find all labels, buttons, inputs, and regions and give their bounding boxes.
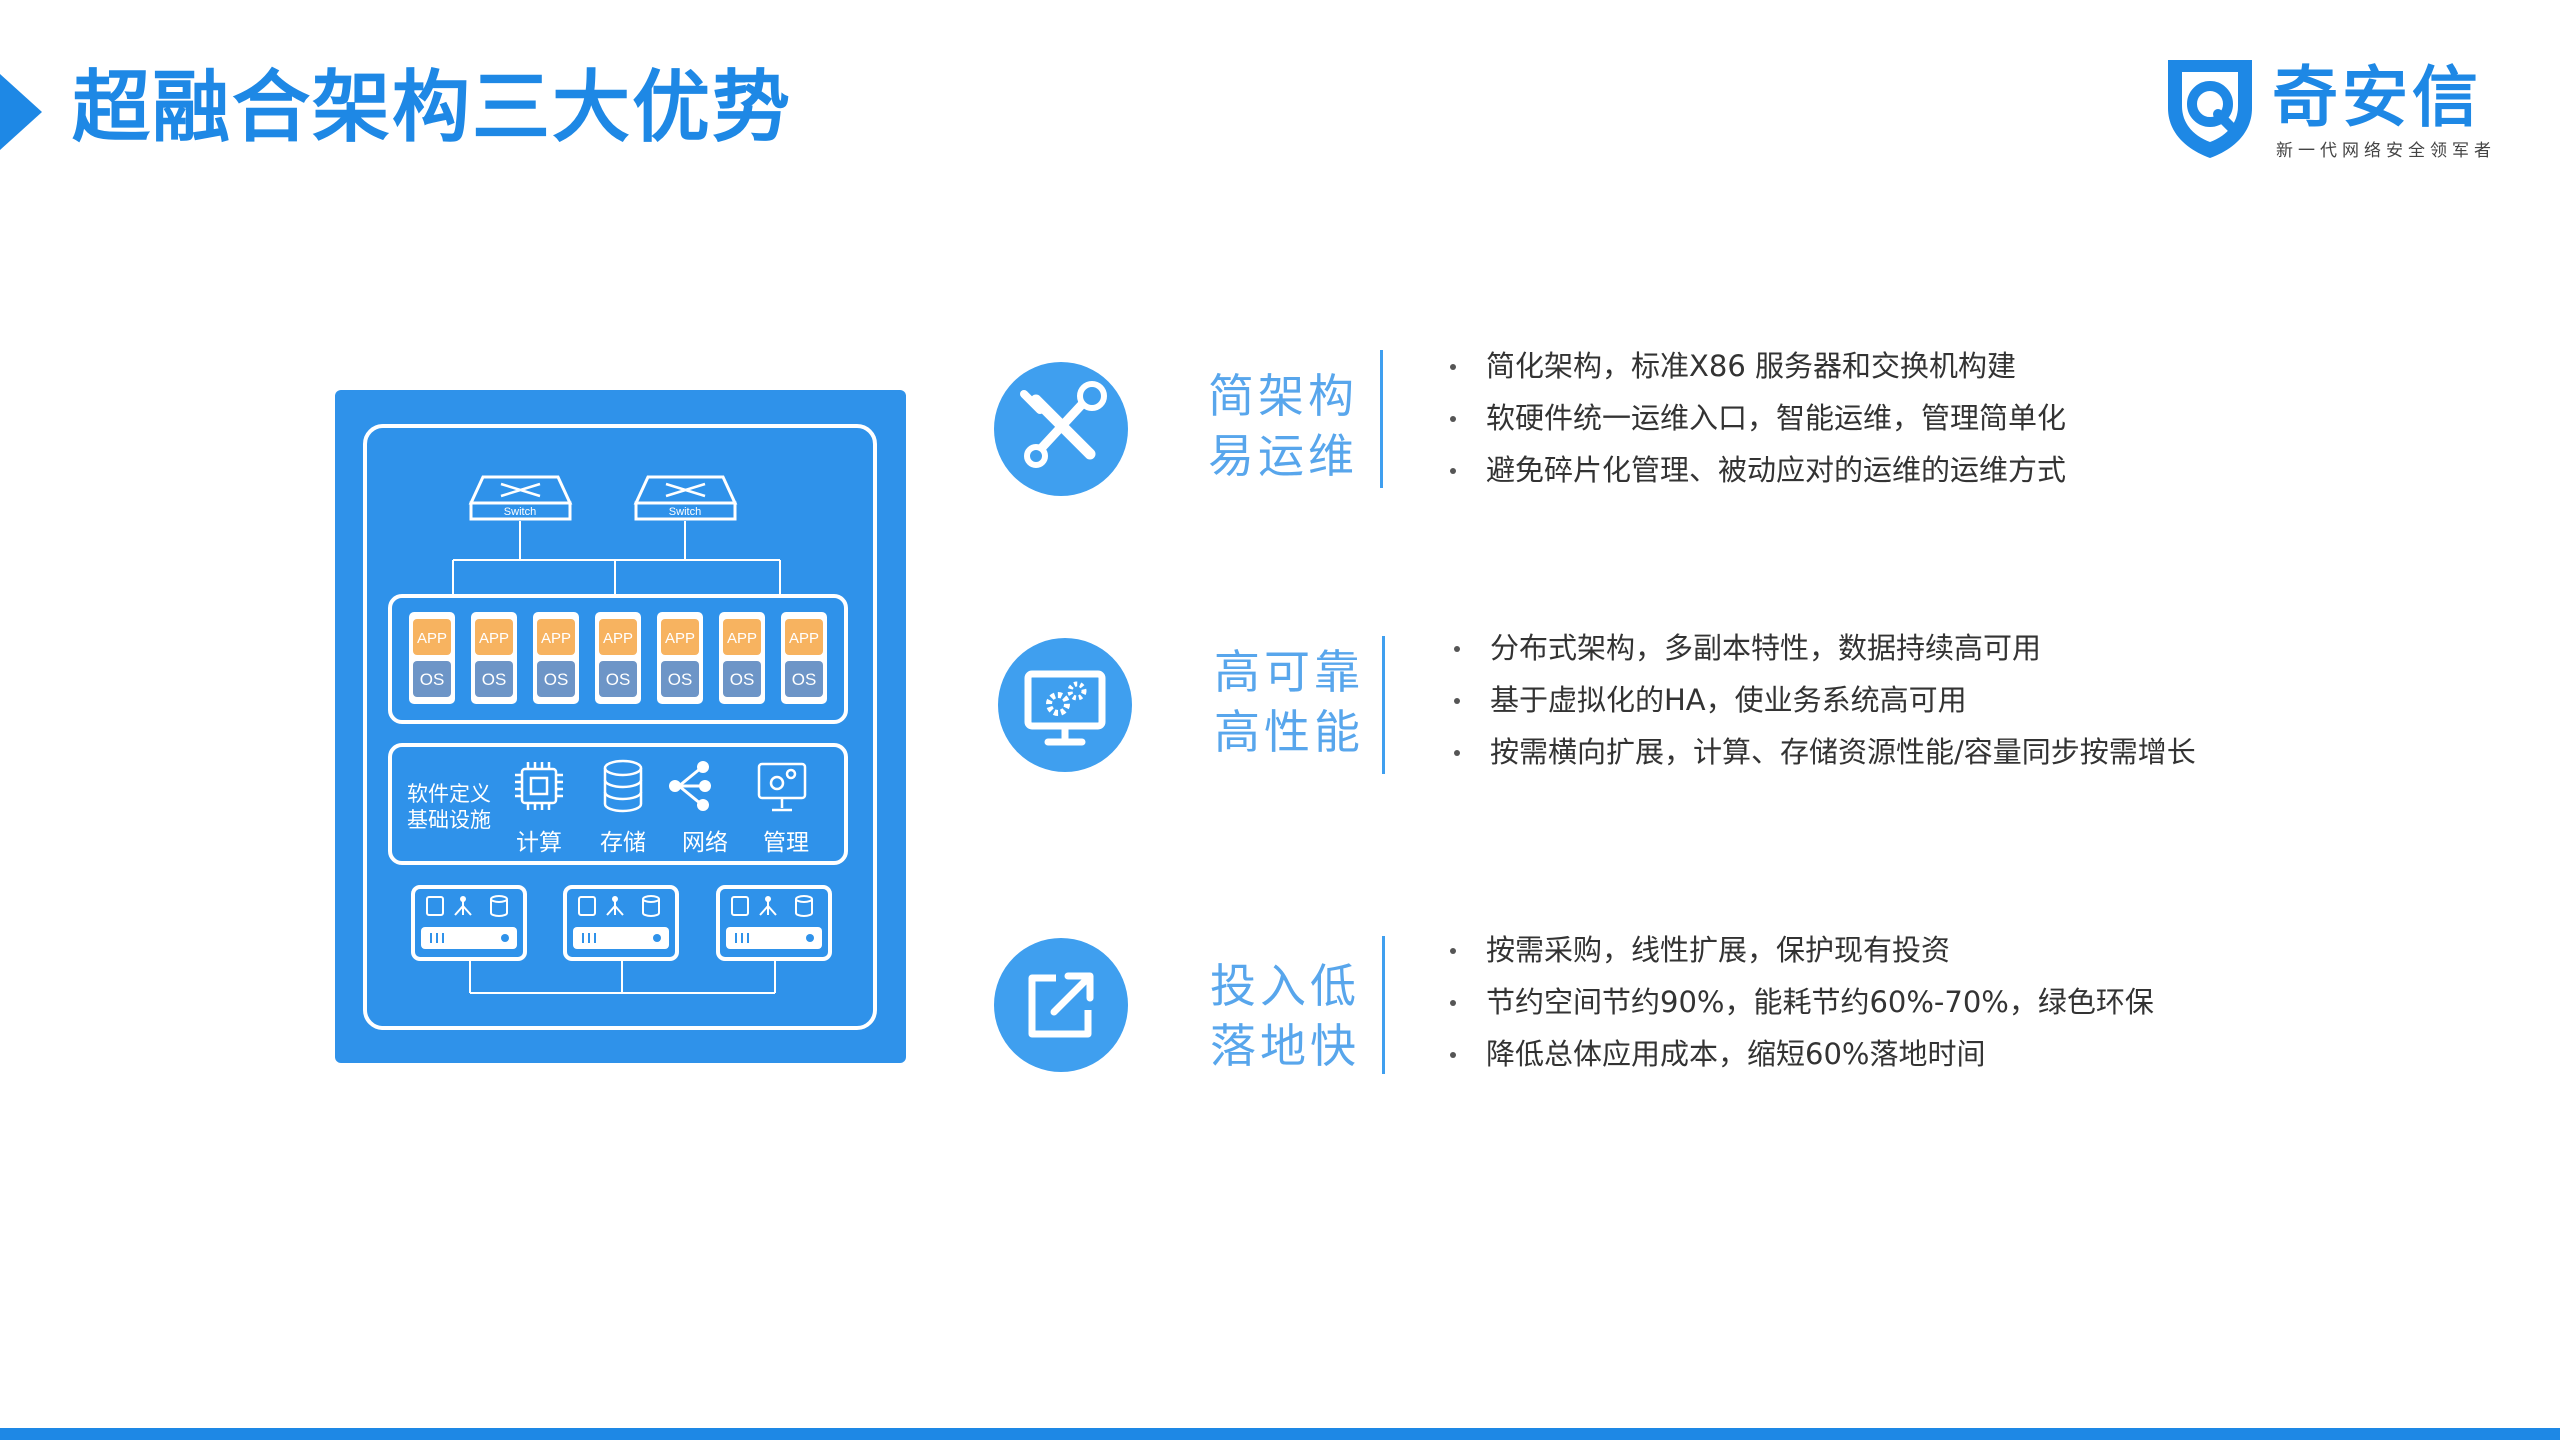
- logo-slogan: 新一代网络安全领军者: [2276, 141, 2496, 161]
- vm-card: APP OS: [781, 612, 827, 704]
- service-compute: 计算: [516, 829, 562, 855]
- bullet-item: 简化架构，标准X86 服务器和交换机构建: [1450, 340, 2066, 392]
- os-label: OS: [730, 670, 755, 689]
- app-label: APP: [727, 630, 757, 647]
- feature-bullets: 分布式架构，多副本特性，数据持续高可用 基于虚拟化的HA，使业务系统高可用 按需…: [1454, 622, 2196, 778]
- os-label: OS: [544, 670, 569, 689]
- company-logo: 奇安信 新一代网络安全领军者: [2160, 56, 2491, 166]
- title-arrow-icon: [0, 74, 42, 150]
- feature-heading: 高可靠 高性能: [1214, 645, 1364, 759]
- feature-divider: [1382, 936, 1385, 1074]
- bullet-item: 基于虚拟化的HA，使业务系统高可用: [1454, 674, 2196, 726]
- vm-row: APP OS APP OS APP OS APP OS APP OS APP OS APP OS: [409, 612, 827, 704]
- os-label: OS: [482, 670, 507, 689]
- app-label: APP: [479, 630, 509, 647]
- network-icon: [669, 761, 711, 811]
- os-label: OS: [668, 670, 693, 689]
- bullet-item: 按需采购，线性扩展，保护现有投资: [1450, 924, 2154, 976]
- bullet-item: 节约空间节约90%，能耗节约60%-70%，绿色环保: [1450, 976, 2154, 1028]
- tools-icon: [1020, 381, 1107, 468]
- bullet-item: 降低总体应用成本，缩短60%落地时间: [1450, 1028, 2154, 1080]
- service-network: 网络: [682, 829, 728, 855]
- vm-card: APP OS: [533, 612, 579, 704]
- app-label: APP: [603, 630, 633, 647]
- svg-text:Switch: Switch: [504, 506, 536, 518]
- sdi-label-line2: 基础设施: [407, 809, 491, 832]
- page-title: 超融合架构三大优势: [72, 63, 793, 153]
- switch-right: Switch: [633, 475, 738, 521]
- external-link-icon: [1028, 972, 1094, 1038]
- app-label: APP: [665, 630, 695, 647]
- logo-name: 奇安信: [2272, 59, 2482, 136]
- service-storage: 存储: [600, 829, 646, 855]
- vm-card: APP OS: [595, 612, 641, 704]
- feature-reliability: 高可靠 高性能 分布式架构，多副本特性，数据持续高可用 基于虚拟化的HA，使业务…: [0, 631, 2560, 798]
- os-label: OS: [606, 670, 631, 689]
- app-label: APP: [789, 630, 819, 647]
- app-label: APP: [417, 630, 447, 647]
- management-icon: [757, 762, 807, 812]
- bullet-item: 避免碎片化管理、被动应对的运维的运维方式: [1450, 444, 2066, 496]
- sdi-label-line1: 软件定义: [407, 783, 491, 806]
- vm-card: APP OS: [719, 612, 765, 704]
- app-label: APP: [541, 630, 571, 647]
- feature-heading: 简架构 易运维: [1208, 369, 1358, 483]
- service-management: 管理: [763, 829, 809, 855]
- vm-card: APP OS: [409, 612, 455, 704]
- feature-heading: 投入低 落地快: [1210, 959, 1360, 1073]
- feature-divider: [1380, 350, 1383, 488]
- storage-icon: [603, 759, 643, 813]
- feature-bullets: 简化架构，标准X86 服务器和交换机构建 软硬件统一运维入口，智能运维，管理简单…: [1450, 340, 2066, 496]
- os-label: OS: [420, 670, 445, 689]
- vm-card: APP OS: [657, 612, 703, 704]
- feature-divider: [1382, 636, 1385, 774]
- bullet-item: 软硬件统一运维入口，智能运维，管理简单化: [1450, 392, 2066, 444]
- hci-architecture-diagram: Switch Switch APPOSAPPOSAPPOSAPPOSAPPOSA…: [335, 390, 906, 1063]
- bottom-accent-bar: [0, 1428, 2560, 1440]
- svg-text:Switch: Switch: [669, 506, 701, 518]
- compute-icon: [515, 762, 563, 810]
- bullet-item: 按需横向扩展，计算、存储资源性能/容量同步按需增长: [1454, 726, 2196, 778]
- feature-icon-circle: [998, 638, 1132, 772]
- os-label: OS: [792, 670, 817, 689]
- feature-icon-circle: [994, 938, 1128, 1072]
- vm-card: APP OS: [471, 612, 517, 704]
- feature-icon-circle: [994, 362, 1128, 496]
- switch-left: Switch: [468, 475, 573, 521]
- feature-low-cost: 投入低 落地快 按需采购，线性扩展，保护现有投资 节约空间节约90%，能耗节约6…: [0, 933, 2560, 1096]
- feature-bullets: 按需采购，线性扩展，保护现有投资 节约空间节约90%，能耗节约60%-70%，绿…: [1450, 924, 2154, 1080]
- feature-simple-ops: 简架构 易运维 简化架构，标准X86 服务器和交换机构建 软硬件统一运维入口，智…: [0, 349, 2560, 510]
- monitor-gears-icon: [1024, 670, 1106, 746]
- shield-q-icon: [2168, 60, 2252, 158]
- bullet-item: 分布式架构，多副本特性，数据持续高可用: [1454, 622, 2196, 674]
